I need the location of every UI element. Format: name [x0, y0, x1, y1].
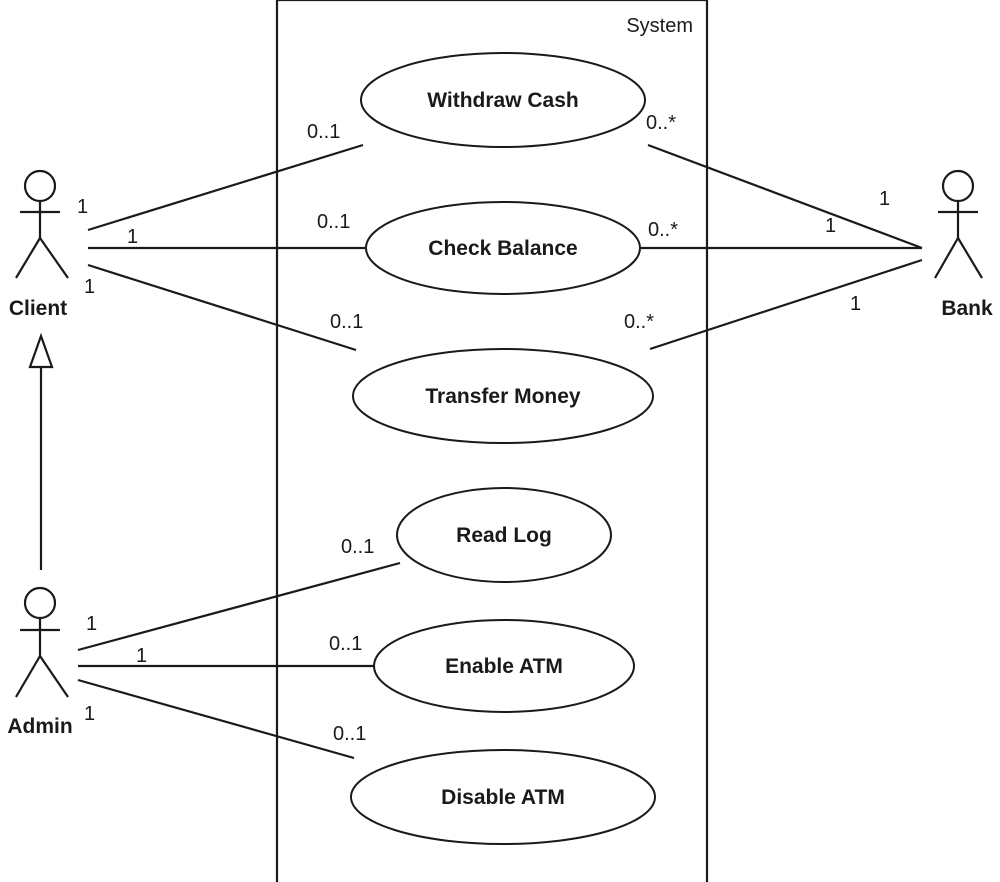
use-case-label: Disable ATM: [441, 786, 565, 809]
use-case-withdraw-cash[interactable]: Withdraw Cash: [360, 52, 646, 148]
multiplicity-label: 0..1: [307, 121, 340, 143]
stick-figure-icon: [15, 586, 69, 698]
multiplicity-labels: 1 0..1 1 0..1 1 0..1 0..* 1 0..* 1 0..* …: [77, 112, 890, 745]
generalization-arrowhead: [28, 332, 54, 369]
generalization-admin-client: [28, 332, 54, 570]
assoc-bank-transfer: [649, 258, 923, 351]
stick-figure-icon: [15, 169, 69, 279]
use-case-label: Check Balance: [428, 237, 577, 260]
actor-label-bank: Bank: [941, 297, 993, 320]
use-case-check-balance[interactable]: Check Balance: [365, 201, 641, 295]
associations: [77, 143, 923, 760]
multiplicity-label: 1: [77, 196, 88, 218]
system-label: System: [626, 15, 693, 37]
multiplicity-label: 1: [86, 613, 97, 635]
assoc-client-withdraw: [87, 143, 364, 232]
use-case-label: Transfer Money: [425, 385, 581, 408]
multiplicity-label: 1: [879, 188, 890, 210]
multiplicity-label: 0..*: [648, 219, 678, 241]
system-boundary: System: [275, 0, 709, 882]
use-case-label: Withdraw Cash: [427, 89, 579, 112]
assoc-bank-withdraw: [647, 143, 923, 250]
use-case-read-log[interactable]: Read Log: [396, 487, 612, 583]
assoc-client-transfer: [87, 263, 357, 352]
multiplicity-label: 0..1: [329, 633, 362, 655]
multiplicity-label: 0..1: [330, 311, 363, 333]
multiplicity-label: 0..1: [341, 536, 374, 558]
actor-client[interactable]: Client: [9, 169, 69, 320]
use-case-disable-atm[interactable]: Disable ATM: [350, 749, 656, 845]
actor-bank[interactable]: Bank: [934, 169, 993, 320]
multiplicity-label: 0..1: [333, 723, 366, 745]
multiplicity-label: 1: [136, 645, 147, 667]
multiplicity-label: 1: [850, 293, 861, 315]
multiplicity-label: 1: [84, 276, 95, 298]
use-case-label: Enable ATM: [445, 655, 563, 678]
multiplicity-label: 1: [127, 226, 138, 248]
multiplicity-label: 1: [825, 215, 836, 237]
actor-label-client: Client: [9, 297, 67, 320]
actor-label-admin: Admin: [7, 715, 72, 738]
multiplicity-label: 1: [84, 703, 95, 725]
assoc-admin-disable: [77, 678, 355, 760]
multiplicity-label: 0..*: [646, 112, 676, 134]
multiplicity-label: 0..1: [317, 211, 350, 233]
stick-figure-icon: [934, 169, 983, 279]
use-case-transfer-money[interactable]: Transfer Money: [352, 348, 654, 444]
assoc-admin-readlog: [77, 561, 401, 652]
actor-admin[interactable]: Admin: [7, 586, 73, 738]
use-case-enable-atm[interactable]: Enable ATM: [373, 619, 635, 713]
use-case-label: Read Log: [456, 524, 552, 547]
multiplicity-label: 0..*: [624, 311, 654, 333]
